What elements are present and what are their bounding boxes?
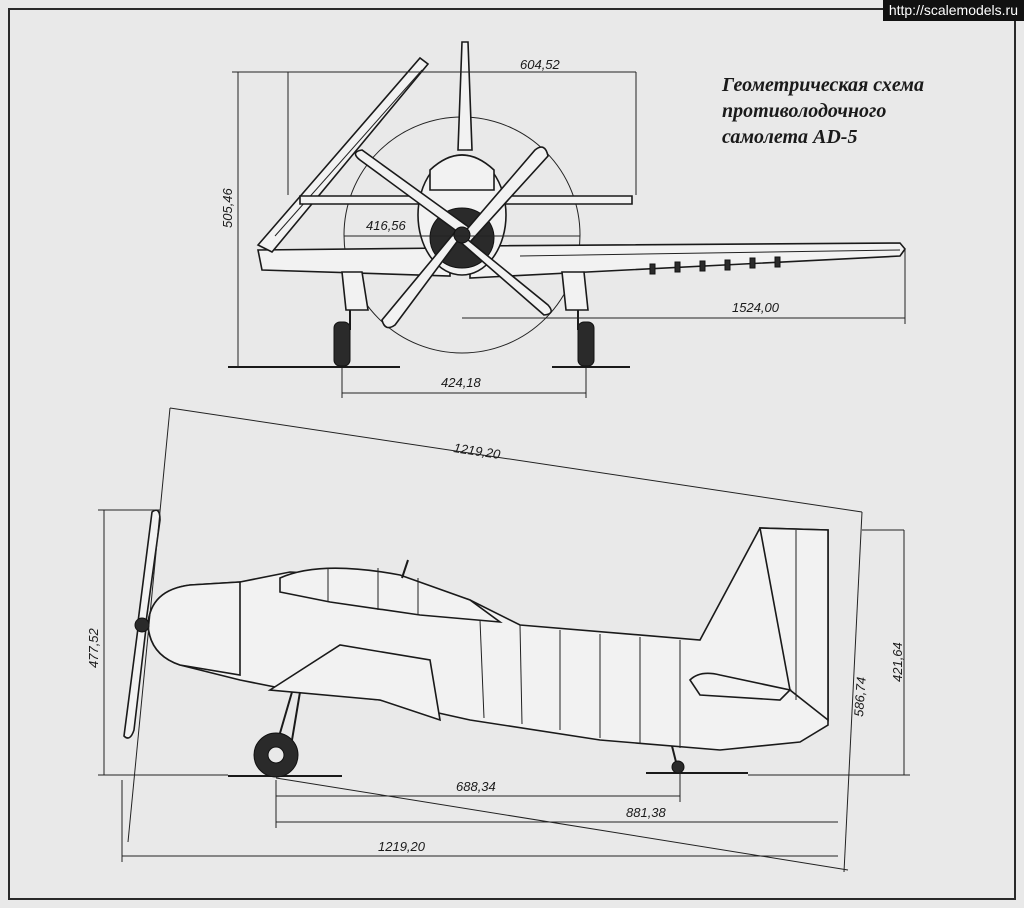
dim-front-top-width: 604,52 [520,57,561,72]
left-wing-stub [257,247,451,277]
dim-front-track: 424,18 [441,375,482,390]
propeller-blade-bottom [123,627,147,739]
front-view: 604,52 505,46 416,56 1524,00 424,18 [220,41,907,398]
main-gear-side [253,691,301,778]
propeller-blades [354,146,552,329]
propeller-spinner [134,617,150,633]
title-line-2: противолодочного [722,100,887,122]
dim-side-height-front: 477,52 [86,627,101,668]
right-wing [469,242,907,279]
dim-side-length-to-tailwheel: 881,38 [626,805,667,820]
drawing-title: Геометрическая схема противолодочного са… [722,72,982,150]
right-main-gear [561,271,595,367]
dim-side-wheelbase: 688,34 [456,779,496,794]
tail-fin-side [759,527,829,722]
engine-cowl [147,581,241,676]
vertical-fin [457,41,473,151]
dim-front-height: 505,46 [220,187,235,228]
dim-side-length-bottom: 1219,20 [378,839,426,854]
drawing-frame [8,8,1016,900]
dim-side-tail-diag: 586,74 [851,676,869,717]
canopy-frames [327,568,419,615]
side-view: 1219,20 477,52 586,74 421,64 688,34 881,… [86,407,910,873]
left-main-gear [333,271,369,367]
dim-line-side-tail-diag [275,777,849,871]
title-line-3: самолета AD-5 [722,126,858,148]
right-wing-pylons [649,256,781,275]
canopy-side [279,567,503,624]
propeller-blade-top [137,509,161,623]
tail-wheel-side [671,745,685,774]
watermark[interactable]: http://scalemodels.ru [882,0,1024,21]
title-line-1: Геометрическая схема [722,74,924,96]
horizontal-stabilizer-side [688,672,792,701]
dim-front-halfspan: 1524,00 [732,300,780,315]
dim-line-side-overall [169,407,863,513]
wing-root-side [267,644,442,722]
fuselage-panel-lines [479,619,681,748]
canopy-front [429,154,495,191]
dim-side-tail-height: 421,64 [890,642,905,682]
dim-side-overall-diag: 1219,20 [453,440,502,462]
dim-front-propeller: 416,56 [366,218,407,233]
antenna-mast [401,559,409,579]
fuselage-side [147,527,829,751]
